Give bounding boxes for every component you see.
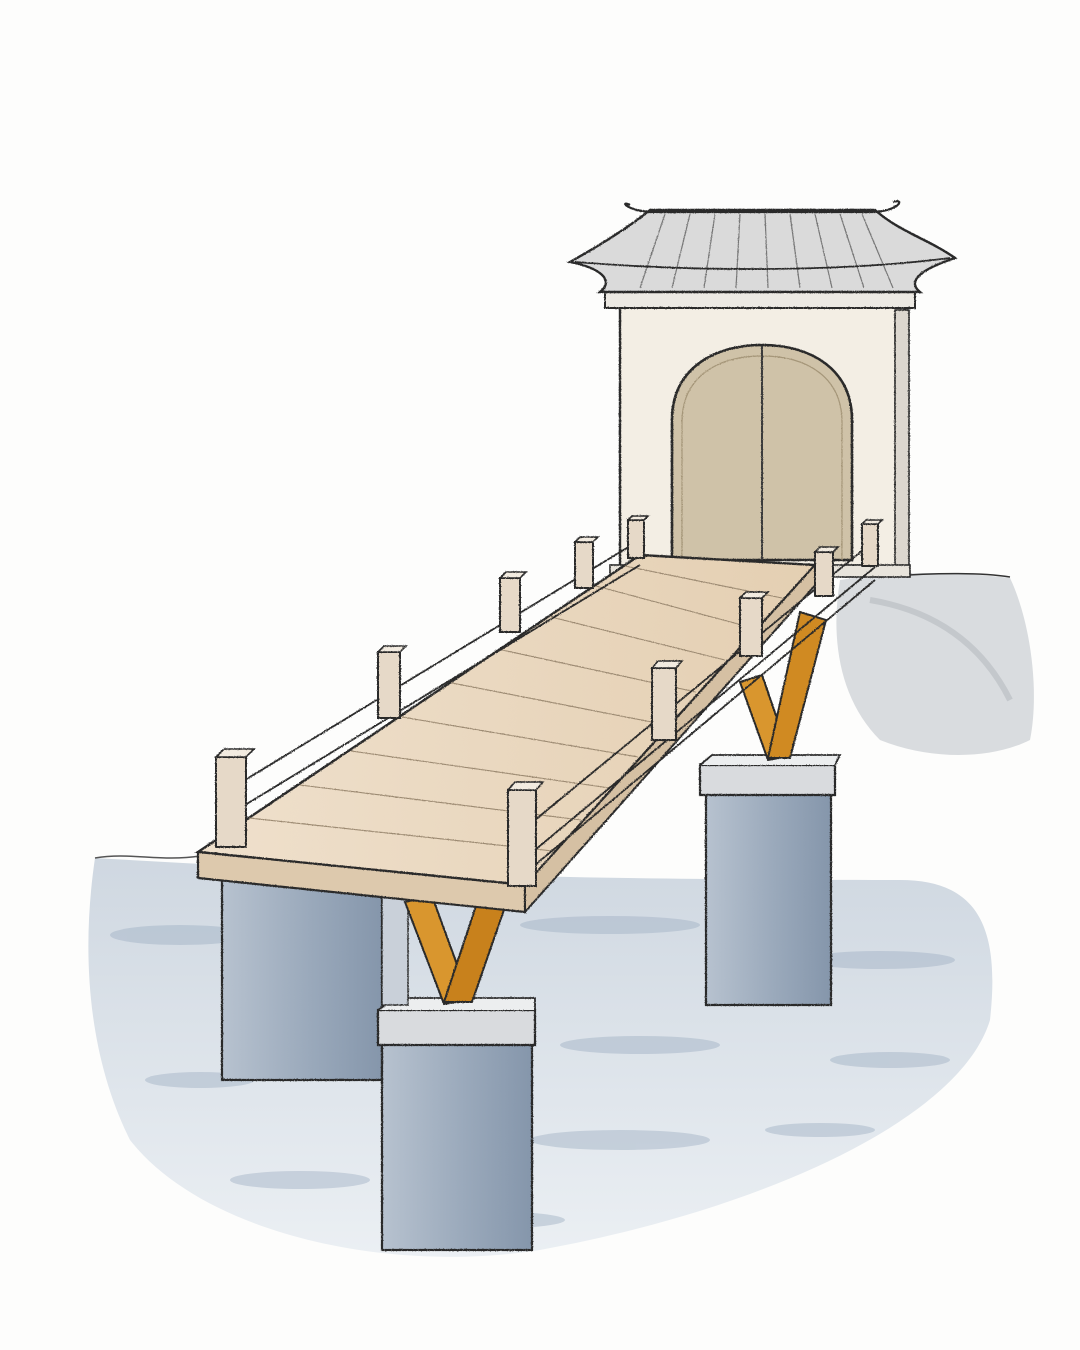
far-v-brace [738,610,828,762]
tiled-roof [566,208,958,294]
near-pier [220,868,537,1252]
riverbank [836,572,1034,755]
right-railing [506,519,884,887]
left-railing [214,515,650,848]
far-pier [698,754,842,1007]
gatehouse [566,200,958,578]
